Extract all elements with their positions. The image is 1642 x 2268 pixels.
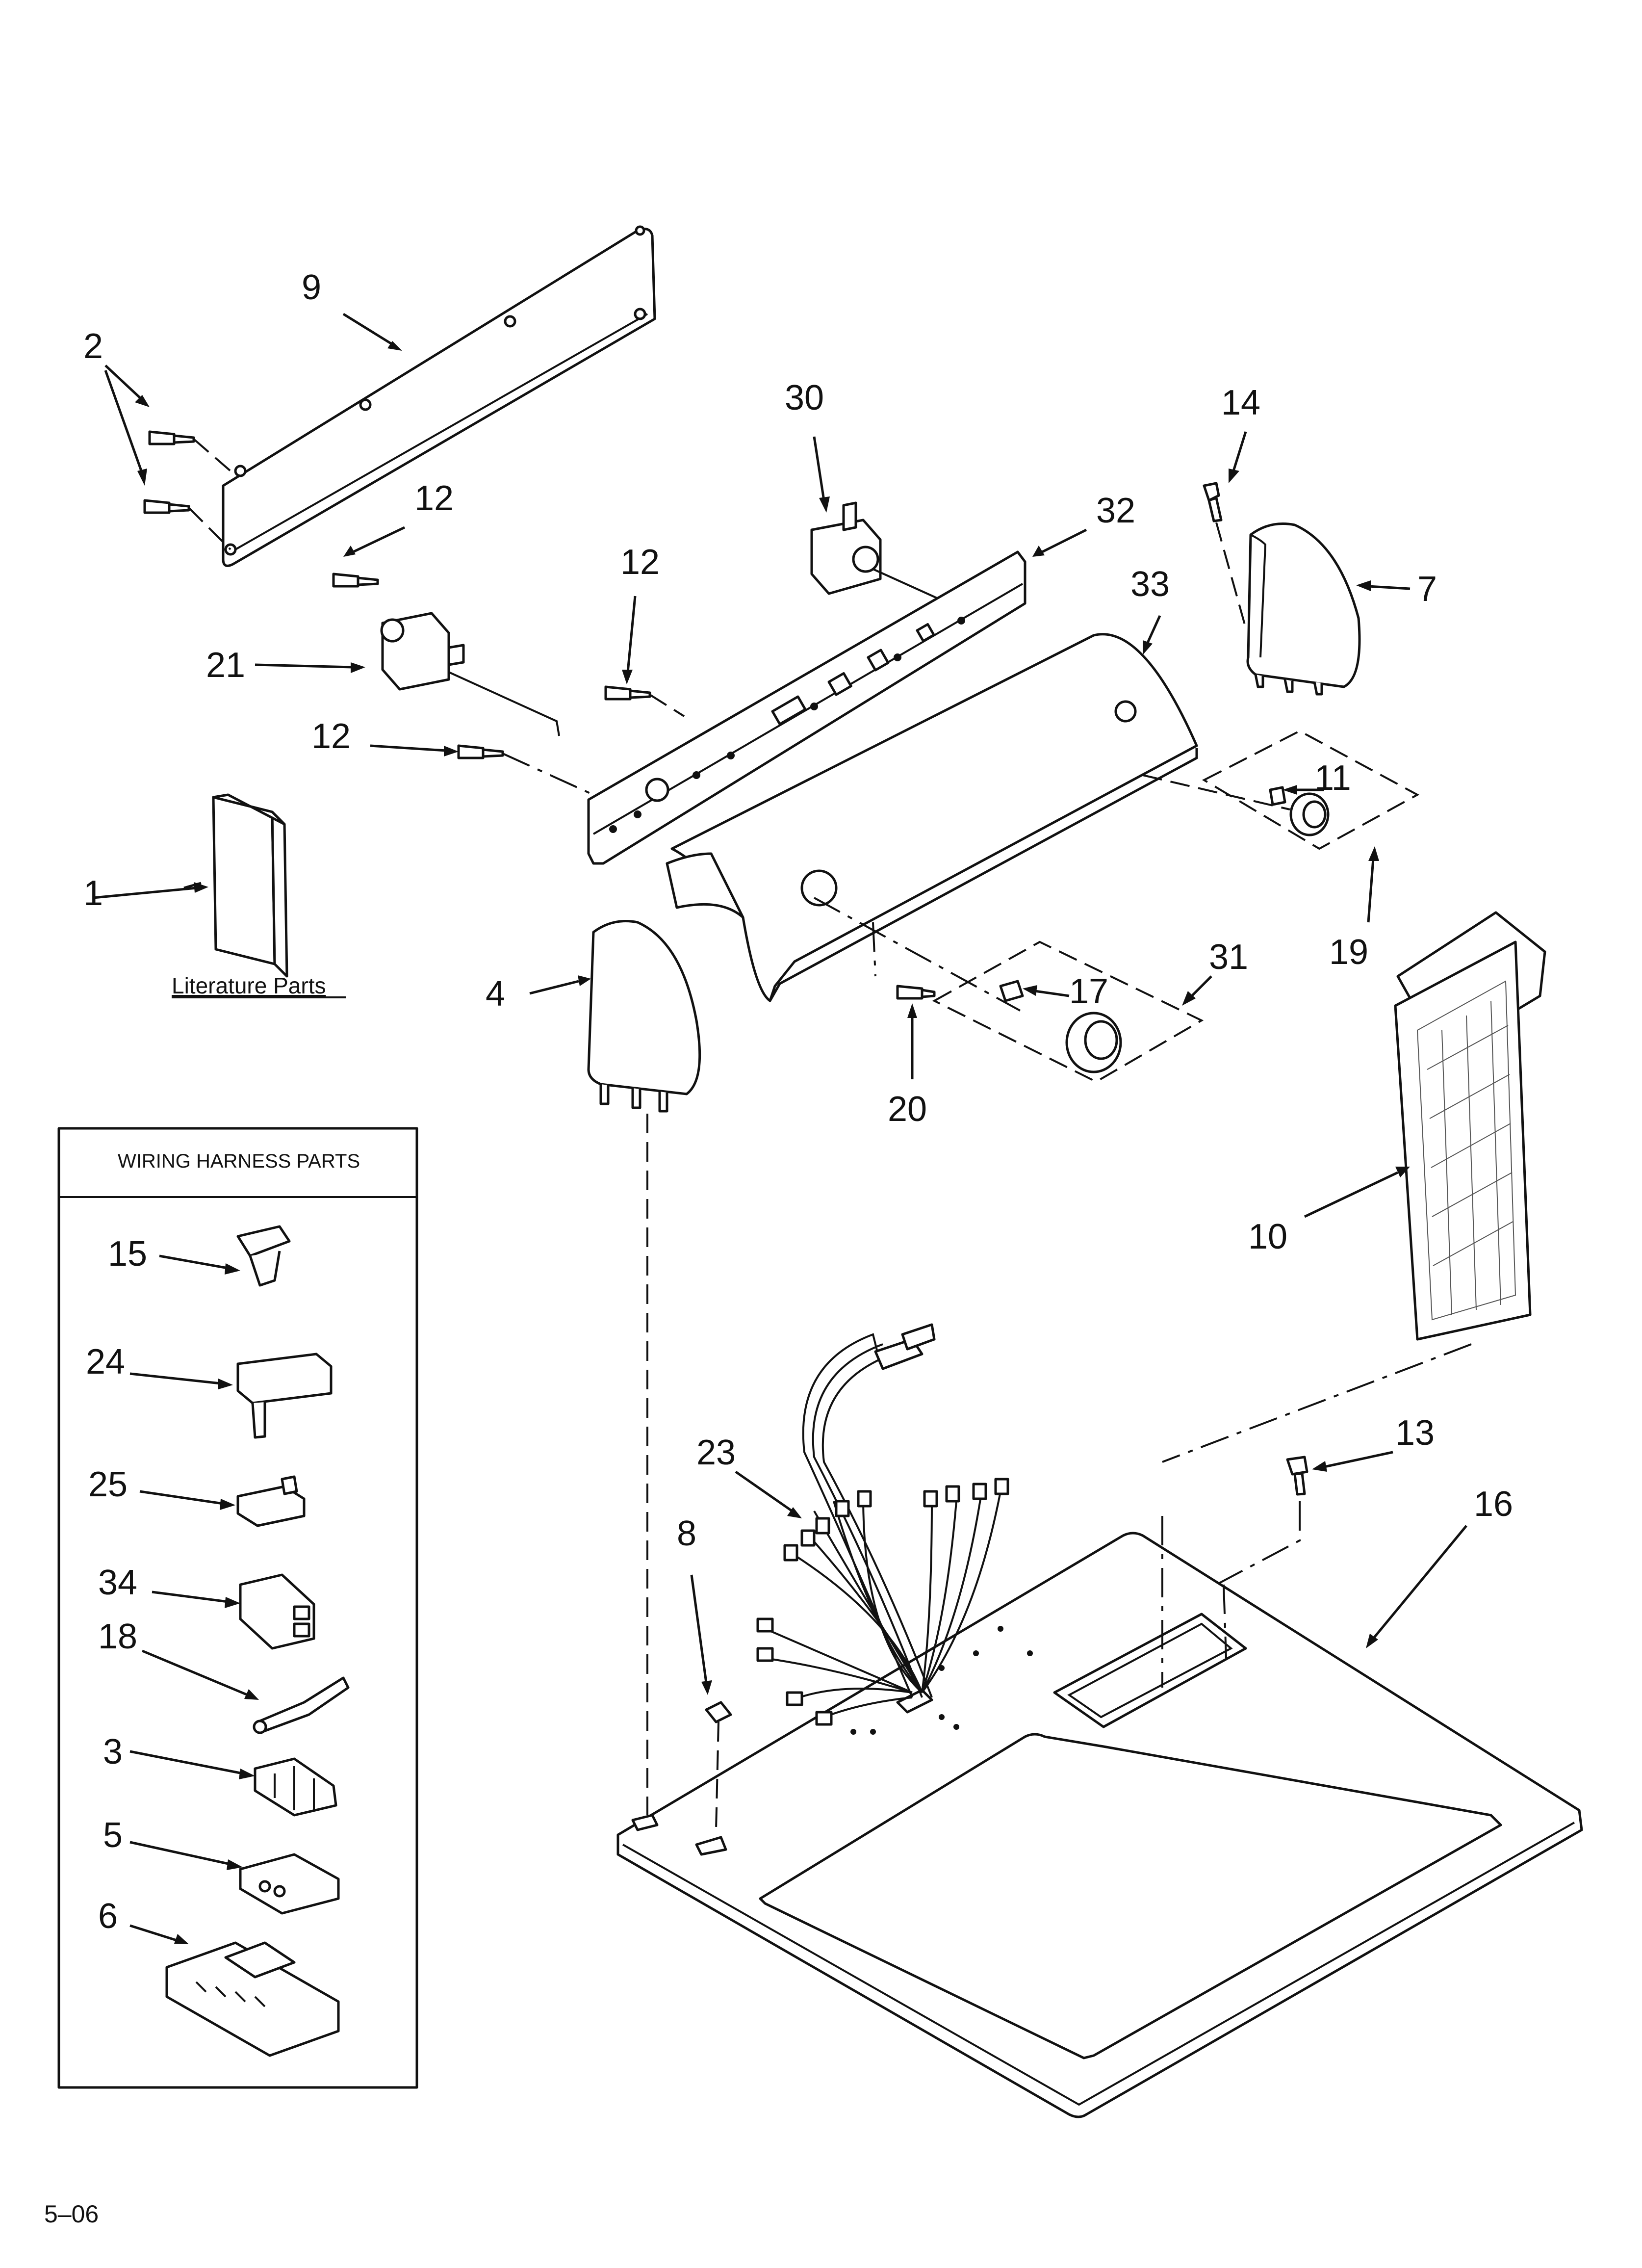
callout-25: 25 bbox=[88, 1465, 128, 1504]
callout-4: 4 bbox=[486, 974, 505, 1014]
callout-12-b: 12 bbox=[620, 543, 660, 582]
screw-20 bbox=[872, 922, 936, 1000]
wiring-harness-box: WIRING HARNESS PARTS bbox=[57, 1127, 418, 2089]
callout-2: 2 bbox=[83, 327, 103, 366]
terminal-18 bbox=[253, 1676, 350, 1734]
callout-labels: 9 2 30 14 12 32 12 33 7 21 12 11 1 19 31… bbox=[83, 268, 1513, 1936]
callout-17: 17 bbox=[1069, 972, 1108, 1011]
callout-34: 34 bbox=[98, 1563, 137, 1602]
endcap-left-4 bbox=[587, 920, 701, 1815]
clip-8 bbox=[705, 1701, 732, 1830]
screw-12-lower bbox=[457, 744, 594, 796]
endcap-right-7 bbox=[1246, 522, 1361, 696]
literature-parts-label: Literature Parts bbox=[172, 973, 326, 998]
callout-19: 19 bbox=[1329, 933, 1368, 972]
callout-9: 9 bbox=[302, 268, 321, 307]
callout-8: 8 bbox=[677, 1514, 696, 1553]
connector-15 bbox=[236, 1225, 291, 1287]
screw-2-upper bbox=[148, 430, 231, 472]
callout-32: 32 bbox=[1096, 491, 1135, 530]
callout-10: 10 bbox=[1248, 1217, 1287, 1256]
screw-13 bbox=[1216, 1456, 1308, 1586]
wiring-box-title: WIRING HARNESS PARTS bbox=[118, 1150, 360, 1172]
callout-12-c: 12 bbox=[311, 717, 351, 756]
callout-16: 16 bbox=[1474, 1485, 1513, 1524]
callout-7: 7 bbox=[1417, 570, 1437, 609]
connector-3 bbox=[254, 1757, 337, 1817]
console-bracket-32 bbox=[587, 550, 1026, 865]
callout-1: 1 bbox=[83, 874, 103, 913]
callout-20: 20 bbox=[888, 1090, 927, 1129]
callout-33: 33 bbox=[1130, 565, 1170, 604]
callout-30: 30 bbox=[785, 378, 824, 417]
lint-screen-10 bbox=[1162, 911, 1546, 1463]
callout-11: 11 bbox=[1314, 758, 1351, 798]
wire-harness-23 bbox=[756, 1323, 1009, 1726]
callout-5: 5 bbox=[103, 1816, 123, 1855]
knob-set-31 bbox=[932, 940, 1204, 1083]
screw-14 bbox=[1203, 482, 1247, 628]
connector-24 bbox=[236, 1353, 333, 1439]
callout-6: 6 bbox=[98, 1897, 118, 1936]
connector-5 bbox=[239, 1853, 340, 1915]
callout-15: 15 bbox=[108, 1234, 147, 1274]
callout-13: 13 bbox=[1395, 1413, 1435, 1453]
callout-24: 24 bbox=[86, 1342, 125, 1382]
callout-31: 31 bbox=[1209, 938, 1248, 977]
top-panel-16 bbox=[616, 1516, 1583, 2118]
literature-parts-1 bbox=[212, 793, 288, 978]
screw-12-middle bbox=[604, 685, 685, 717]
connector-34 bbox=[239, 1573, 315, 1650]
callout-21: 21 bbox=[206, 646, 245, 685]
callout-12-a: 12 bbox=[414, 479, 454, 518]
rear-panel-9 bbox=[222, 225, 656, 567]
leader-lines bbox=[93, 313, 1467, 1944]
connector-25 bbox=[236, 1475, 306, 1527]
callout-23: 23 bbox=[696, 1433, 736, 1472]
knob-set-19 bbox=[1202, 730, 1420, 850]
screw-2-lower bbox=[143, 499, 231, 550]
callout-14: 14 bbox=[1221, 383, 1260, 422]
console-33 bbox=[666, 633, 1290, 1012]
screw-12-upper bbox=[332, 573, 379, 588]
connector-6 bbox=[165, 1941, 340, 2057]
callout-18: 18 bbox=[98, 1617, 137, 1656]
footer-code: 5–06 bbox=[44, 2200, 99, 2228]
callout-3: 3 bbox=[103, 1732, 123, 1772]
switch-part-21 bbox=[380, 612, 560, 736]
